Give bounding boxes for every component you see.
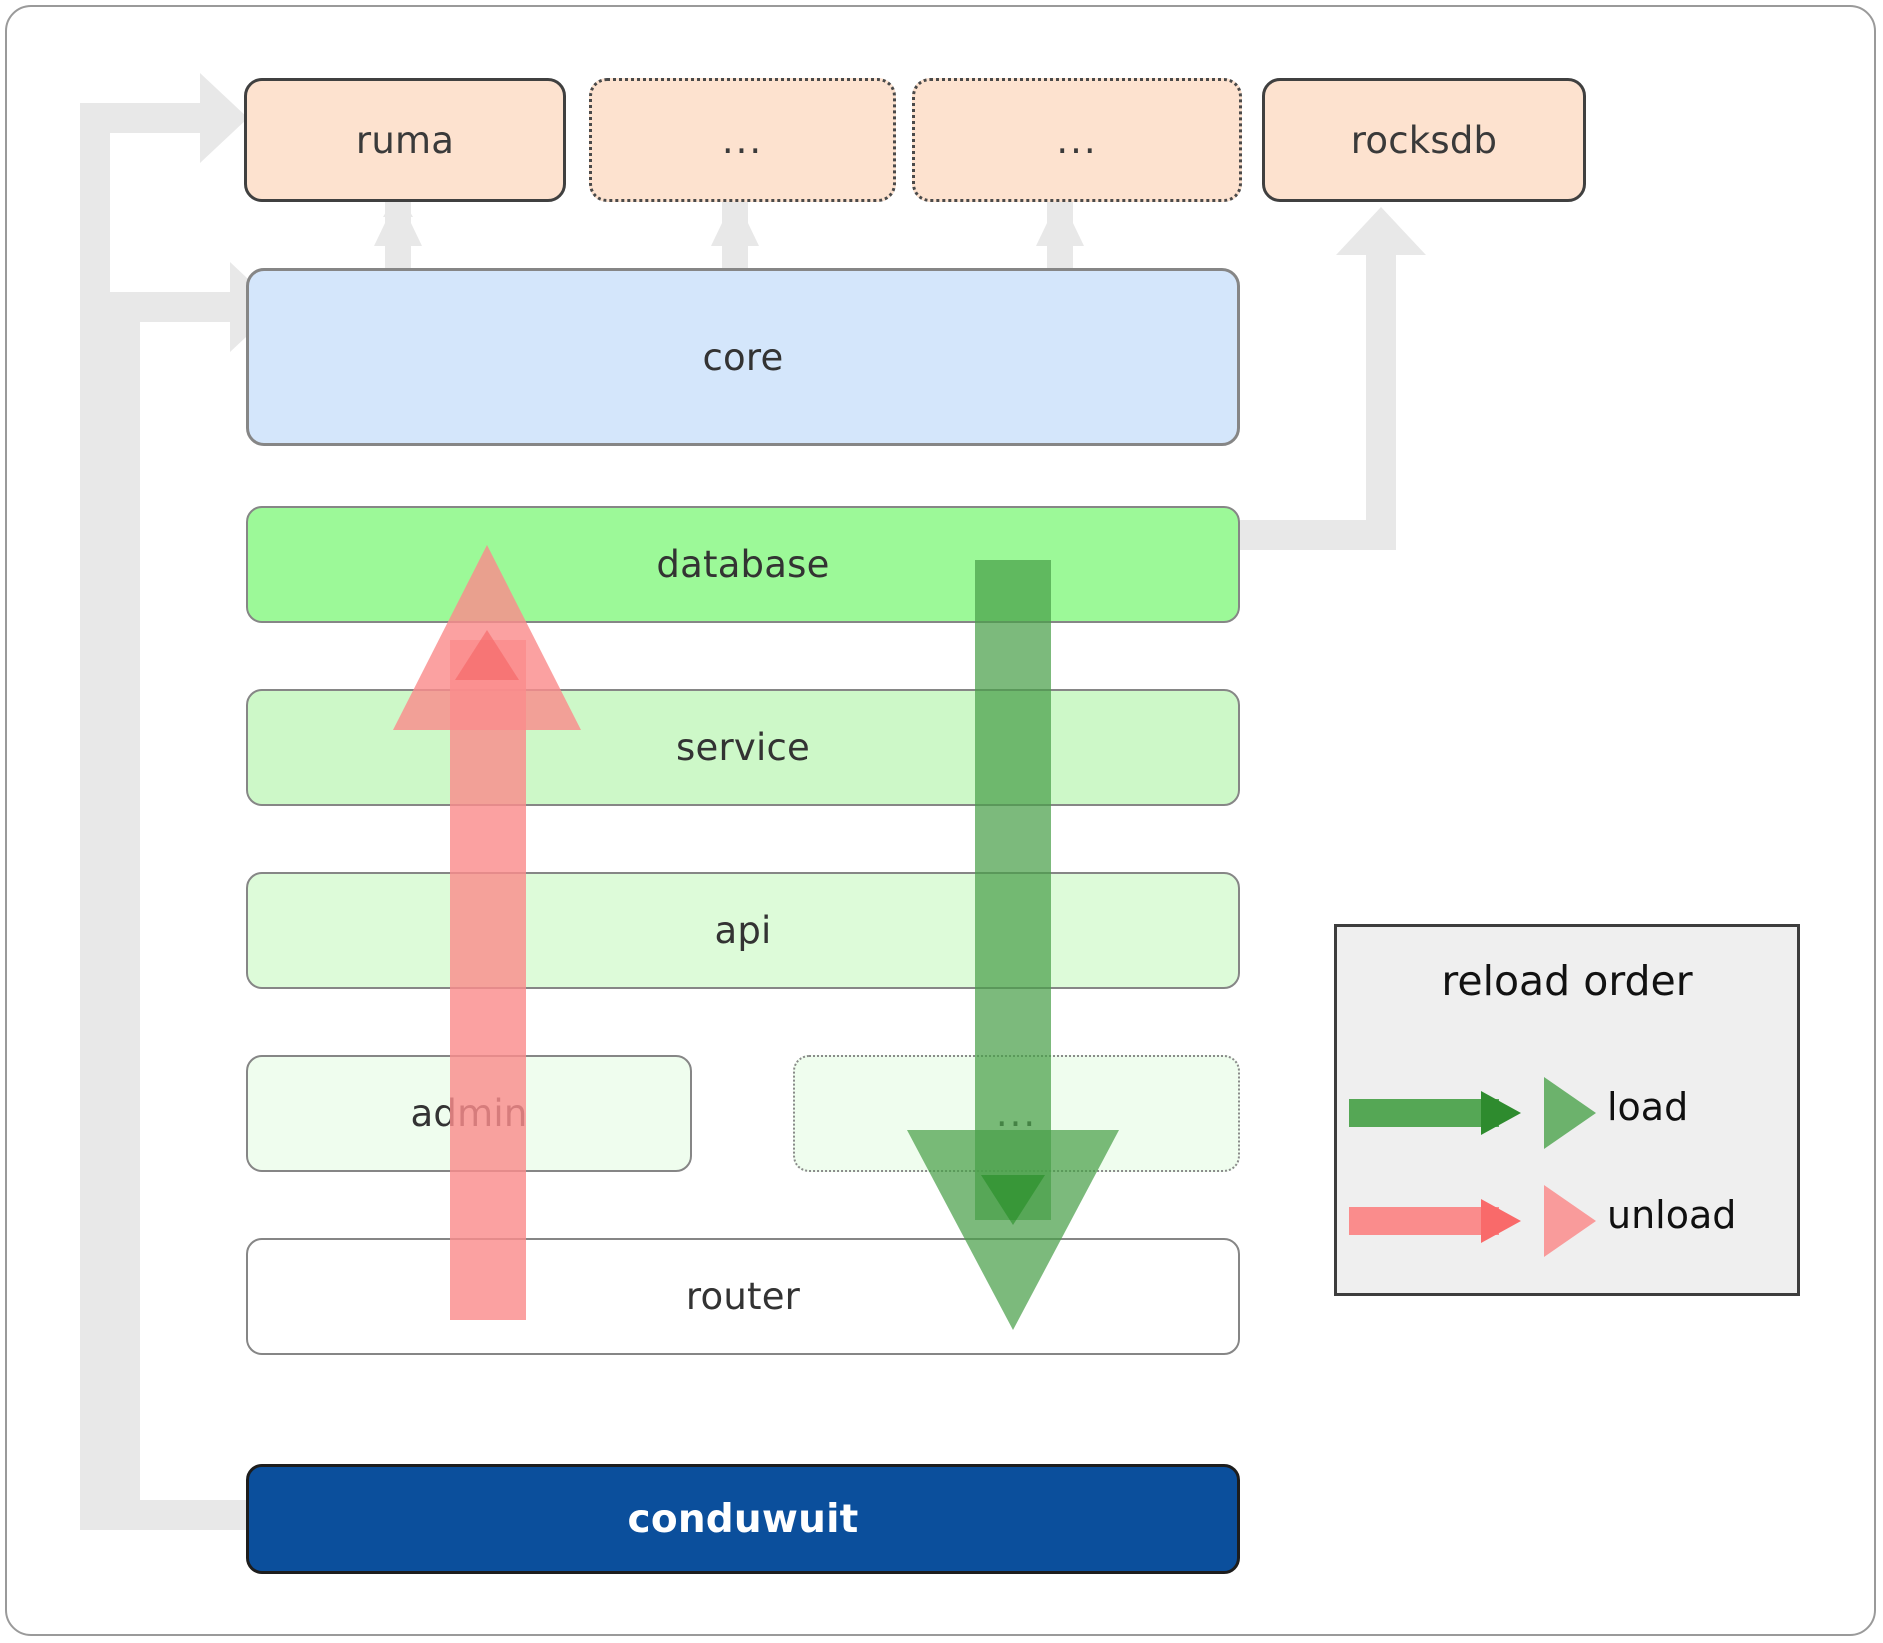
node-service-label: service bbox=[676, 726, 810, 769]
wire-app-stub bbox=[80, 1500, 250, 1530]
node-conduwuit-label: conduwuit bbox=[627, 1496, 859, 1542]
node-admin[interactable]: admin bbox=[246, 1055, 692, 1172]
node-database[interactable]: database bbox=[246, 506, 1240, 623]
node-rocksdb[interactable]: rocksdb bbox=[1262, 78, 1586, 202]
node-api[interactable]: api bbox=[246, 872, 1240, 989]
legend-label-unload: unload bbox=[1607, 1193, 1737, 1237]
load-arrow-icon bbox=[1349, 1077, 1596, 1149]
node-database-label: database bbox=[656, 543, 830, 586]
node-rocksdb-label: rocksdb bbox=[1350, 118, 1498, 162]
node-service[interactable]: service bbox=[246, 689, 1240, 806]
unload-arrow-icon bbox=[1349, 1185, 1596, 1257]
node-admin-label: admin bbox=[410, 1092, 528, 1135]
wire-core-to-ext3-shaft bbox=[1047, 200, 1073, 280]
wire-database-to-rocksdb bbox=[1230, 207, 1426, 550]
legend-label-load: load bbox=[1607, 1085, 1689, 1129]
node-ext-placeholder-2[interactable]: ... bbox=[912, 78, 1242, 202]
node-core[interactable]: core bbox=[246, 268, 1240, 446]
node-api-label: api bbox=[714, 909, 772, 952]
wire-app-to-ruma bbox=[80, 73, 248, 1530]
node-router-label: router bbox=[685, 1275, 801, 1318]
legend: reload order load unload bbox=[1334, 924, 1800, 1296]
node-ext-placeholder-1[interactable]: ... bbox=[589, 78, 896, 202]
wire-core-to-ext2-shaft bbox=[722, 200, 748, 280]
node-ext-placeholder-2-label: ... bbox=[1056, 118, 1098, 162]
node-conduwuit[interactable]: conduwuit bbox=[246, 1464, 1240, 1574]
wire-core-to-ruma-shaft bbox=[385, 200, 411, 280]
node-ruma-label: ruma bbox=[355, 118, 455, 162]
wire-app-to-core bbox=[110, 262, 278, 1530]
node-crate-placeholder[interactable]: ... bbox=[793, 1055, 1240, 1172]
node-crate-placeholder-label: ... bbox=[995, 1092, 1038, 1135]
legend-row-load: load bbox=[1337, 1067, 1803, 1157]
node-ext-placeholder-1-label: ... bbox=[721, 118, 764, 162]
legend-title: reload order bbox=[1441, 957, 1693, 1005]
node-core-label: core bbox=[702, 335, 784, 379]
legend-row-unload: unload bbox=[1337, 1175, 1803, 1265]
node-ruma[interactable]: ruma bbox=[244, 78, 566, 202]
node-router[interactable]: router bbox=[246, 1238, 1240, 1355]
